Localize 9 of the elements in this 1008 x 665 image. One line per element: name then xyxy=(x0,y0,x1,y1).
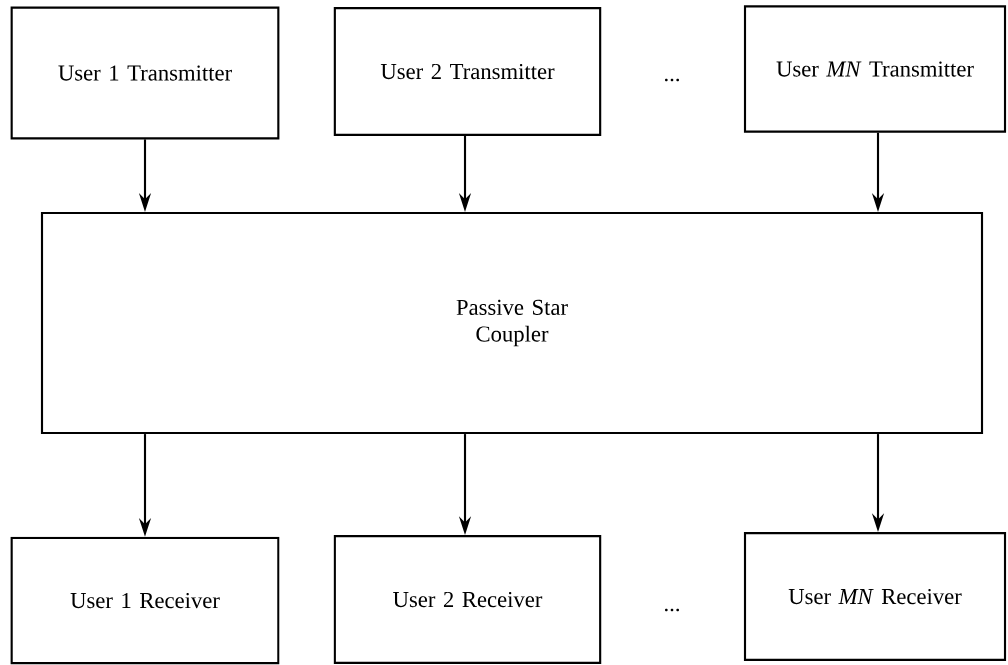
coupler-box: Passive Star Coupler xyxy=(40,211,984,435)
ellipsis: ... xyxy=(665,608,679,612)
user-box: User MN Receiver xyxy=(743,532,1007,661)
user-box: User 1 Transmitter xyxy=(10,6,280,140)
user-box: User 2 Receiver xyxy=(333,535,602,664)
ellipsis: ... xyxy=(665,78,679,82)
user-box: User 1 Receiver xyxy=(10,536,280,665)
user-box: User MN Transmitter xyxy=(743,5,1007,133)
user-box: User 2 Transmitter xyxy=(333,7,602,136)
